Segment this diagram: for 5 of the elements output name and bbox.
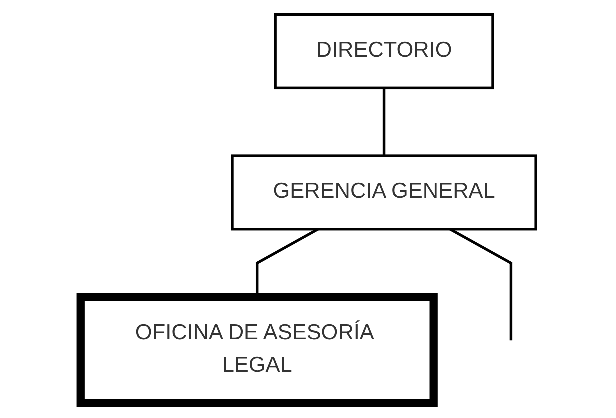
node-box: GERENCIA GENERAL: [230, 154, 537, 231]
node-box: DIRECTORIO: [274, 14, 494, 90]
node-box: OFICINA DE ASESORÍA LEGAL: [76, 293, 438, 408]
connector: [382, 88, 386, 156]
connector: [449, 228, 512, 341]
